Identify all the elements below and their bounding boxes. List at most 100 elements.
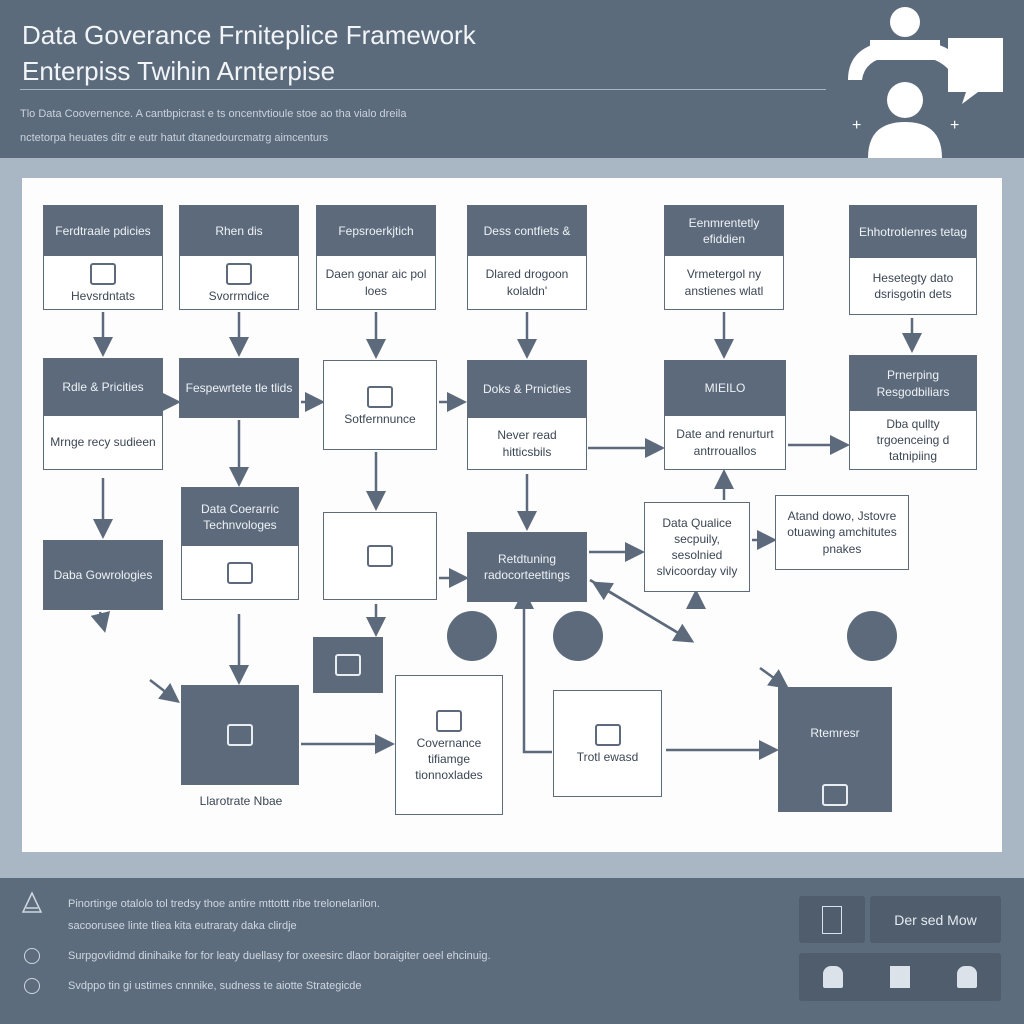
node-body: Mrnge recy sudieen <box>44 416 162 469</box>
node-body <box>314 638 382 692</box>
node-text: Hevsrdntats <box>70 289 136 304</box>
chat-icon <box>227 561 253 584</box>
device-icon <box>553 611 603 661</box>
node-body <box>182 546 298 599</box>
description-line: Tlo Data Coovernence. A cantbpicrast e t… <box>20 108 407 120</box>
node-body: Trotl ewasd <box>554 691 661 796</box>
bar-chart-icon <box>90 263 116 286</box>
node-text: Trotl ewasd <box>576 750 639 765</box>
node-body: Hevsrdntats <box>44 256 162 309</box>
node-title: Doks & Prnicties <box>468 361 586 418</box>
divider <box>20 89 826 90</box>
node-text: Sotfernnunce <box>344 411 416 426</box>
page-subtitle-title: Enterpiss Twihin Arnterpise <box>22 56 336 86</box>
node-body: Date and renurturt antrrouallos <box>665 416 785 469</box>
documents-icon <box>367 545 393 567</box>
diagram-node: Fespewrtete tle tlids <box>179 358 299 418</box>
person-gear-icon <box>367 385 393 408</box>
node-body: Daen gonar aic pol loes <box>317 256 435 309</box>
node-text: Daen gonar aic pol loes <box>325 267 427 298</box>
node-body: Dlared drogoon kolaldn' <box>468 256 586 309</box>
svg-text:+: + <box>950 117 959 134</box>
node-text: Never read hitticsbils <box>497 428 557 459</box>
server-icon <box>594 724 621 747</box>
warning-icon <box>21 891 43 913</box>
node-text: Atand dowo, Jstovre otuawing amchitutes … <box>787 509 897 556</box>
node-body <box>182 686 298 784</box>
node-text: Vrmetergol ny anstienes wlatl <box>684 267 764 298</box>
node-title: Data Coerarric Technvologes <box>182 488 298 546</box>
node-title: Fespewrtete tle tlids <box>180 359 298 417</box>
node-title: Prnerping Resgodbiliars <box>850 356 976 411</box>
node-body <box>324 513 436 599</box>
node-body: Covernance tifiamge tionnoxlades <box>396 676 502 814</box>
action-button[interactable]: Der sed Mow <box>870 896 1001 943</box>
people-icon <box>822 966 843 988</box>
svg-text:+: + <box>852 117 861 134</box>
page-title: Data Goverance Frniteplice Framework <box>22 20 476 50</box>
node-body <box>779 779 891 811</box>
diagram-node: Atand dowo, Jstovre otuawing amchitutes … <box>775 495 909 570</box>
person-icon <box>335 654 361 676</box>
node-text: Data Qualice secpuily, sesolnied slvicoo… <box>656 515 738 579</box>
diagram-node: Data Qualice secpuily, sesolnied slvicoo… <box>644 502 750 592</box>
device-icon <box>447 611 497 661</box>
diagram-node: Daba Gowrologies <box>43 540 163 610</box>
node-title: Dess contfiets & <box>468 206 586 256</box>
node-body: Sotfernnunce <box>324 361 436 449</box>
diagram-node: MIEILO Date and renurturt antrrouallos <box>664 360 786 470</box>
node-body: Svorrmdice <box>180 256 298 309</box>
node-body: Atand dowo, Jstovre otuawing amchitutes … <box>776 496 908 569</box>
footer-text: Pinortinge otalolo tol tredsy thoe antir… <box>68 898 380 910</box>
info-icon <box>24 948 40 964</box>
device-icon <box>847 611 897 661</box>
document-icon <box>822 905 842 934</box>
node-body: Vrmetergol ny anstienes wlatl <box>665 256 783 309</box>
description-line: nctetorpa heuates ditr e eutr hatut dtan… <box>20 132 329 144</box>
storage-caption: Llarotrate Nbae <box>199 794 283 808</box>
download-icon-button[interactable] <box>799 896 865 943</box>
diagram-node: Sotfernnunce <box>323 360 437 450</box>
node-text: Svorrmdice <box>208 289 270 304</box>
node-title: Rdle & Pricities <box>44 359 162 416</box>
node-title: Rhen dis <box>180 206 298 256</box>
node-body: Hesetegty dato dsrisgotin dets <box>850 258 976 314</box>
node-text: Hesetegty dato dsrisgotin dets <box>872 270 954 301</box>
diagram-node: Dess contfiets & Dlared drogoon kolaldn' <box>467 205 587 310</box>
diagram-node: Retdtuning radocorteettings <box>467 532 587 602</box>
diagram-node: Covernance tifiamge tionnoxlades <box>395 675 503 815</box>
node-text: Covernance tifiamge tionnoxlades <box>415 735 483 783</box>
footer: Pinortinge otalolo tol tredsy thoe antir… <box>0 878 1024 1024</box>
people-chat-icon: ++ <box>848 7 1003 158</box>
footer-text: Surpgovlidmd dinihaike for for leaty due… <box>68 950 491 962</box>
node-title: Retdtuning radocorteettings <box>468 533 586 601</box>
diagram-node <box>181 685 299 785</box>
node-body: Dba qullty trgoenceing d tatnipiing <box>850 411 976 469</box>
node-body: Data Qualice secpuily, sesolnied slvicoo… <box>645 503 749 591</box>
diagram-node <box>313 637 383 693</box>
node-title: Fepsroerkjtich <box>317 206 435 256</box>
cycle-icon <box>822 784 848 806</box>
node-text: Dlared drogoon kolaldn' <box>485 267 569 298</box>
document-icon <box>226 263 252 286</box>
footer-text: Svdppo tin gi ustimes cnnnike, sudness t… <box>68 980 362 992</box>
node-title: MIEILO <box>665 361 785 416</box>
diagram-node <box>323 512 437 600</box>
team-icons-bar <box>799 953 1001 1001</box>
node-text: Date and renurturt antrrouallos <box>676 427 774 458</box>
node-title: Rtemresr <box>779 688 891 779</box>
node-title: Ferdtraale pdicies <box>44 206 162 256</box>
documents-icon <box>889 966 910 988</box>
node-body: Never read hitticsbils <box>468 418 586 469</box>
person-network-icon <box>436 709 462 732</box>
node-title: Ehhotrotienres tetag <box>850 206 976 258</box>
